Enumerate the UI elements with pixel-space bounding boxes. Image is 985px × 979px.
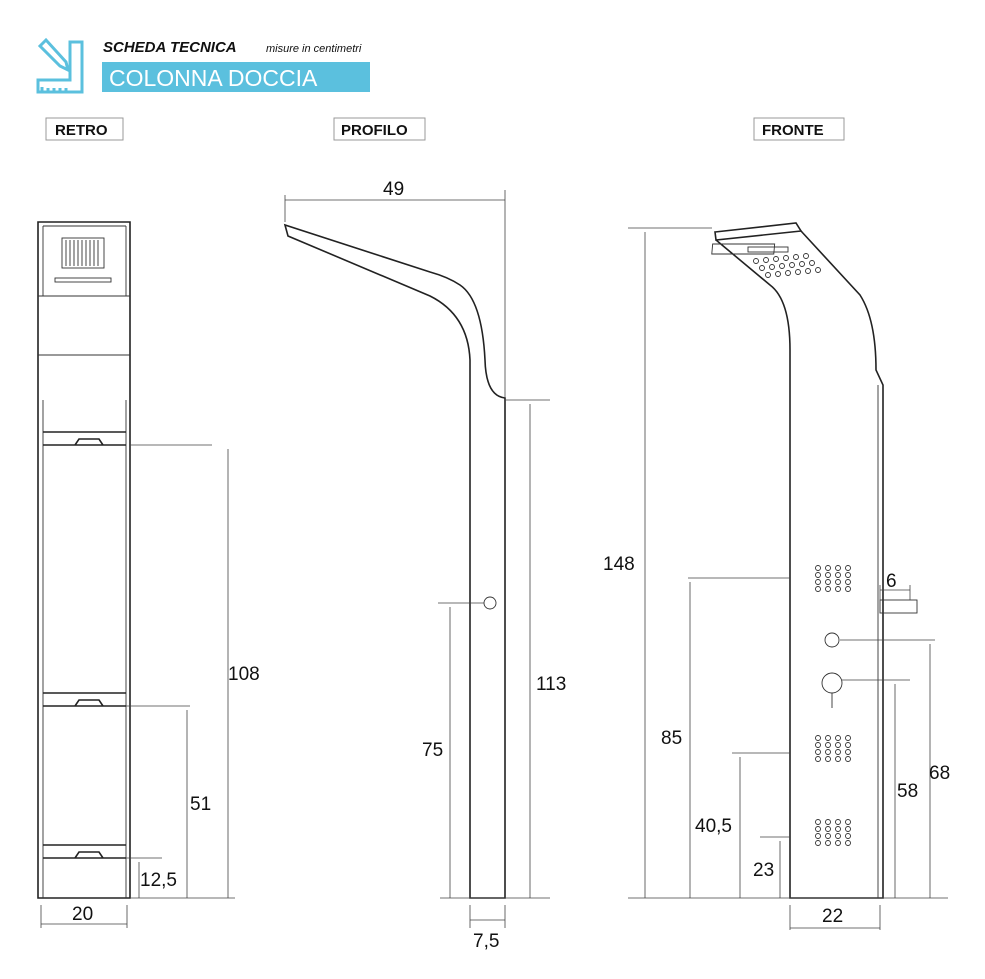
jet-nozzle	[815, 579, 821, 585]
jet-nozzle	[835, 735, 841, 741]
jet-nozzle	[845, 819, 851, 825]
body-jets	[815, 565, 851, 846]
fronte-dimensions	[628, 227, 948, 930]
jet-nozzle	[845, 572, 851, 578]
jet-nozzle	[815, 833, 821, 839]
jet-nozzle	[835, 579, 841, 585]
dim-58: 58	[897, 781, 918, 802]
view-label-fronte: FRONTE	[762, 122, 824, 139]
ruler-pencil-icon	[36, 37, 84, 94]
profilo-view	[283, 223, 506, 899]
dim-113: 113	[536, 674, 566, 695]
jet-nozzle	[845, 579, 851, 585]
dim-75: 75	[422, 740, 443, 761]
mixer-knob	[821, 672, 843, 694]
product-name: COLONNA DOCCIA	[109, 65, 318, 91]
dim-85: 85	[661, 728, 682, 749]
dim-7-5: 7,5	[473, 931, 499, 952]
jet-nozzle	[825, 742, 831, 748]
dim-20: 20	[72, 904, 93, 925]
dim-22: 22	[822, 906, 843, 927]
jet-nozzle	[835, 586, 841, 592]
profilo-dimensions	[284, 190, 550, 928]
jet-nozzle	[845, 840, 851, 846]
view-tab-profilo-box	[333, 117, 426, 141]
view-tab-retro-box	[45, 117, 124, 141]
jet-nozzle	[845, 826, 851, 832]
jet-nozzle	[825, 572, 831, 578]
fronte-view	[711, 222, 918, 899]
jet-nozzle	[835, 756, 841, 762]
jet-nozzle	[835, 840, 841, 846]
view-label-profilo: PROFILO	[341, 122, 408, 139]
view-tab-fronte-box	[753, 117, 845, 141]
jet-nozzle	[815, 826, 821, 832]
jet-nozzle	[825, 826, 831, 832]
retro-dimensions	[40, 444, 235, 928]
jet-nozzle	[845, 833, 851, 839]
jet-nozzle	[825, 840, 831, 846]
dim-40-5: 40,5	[695, 816, 732, 837]
jet-nozzle	[825, 565, 831, 571]
jet-nozzle	[825, 749, 831, 755]
header-title: SCHEDA TECNICA	[103, 39, 237, 56]
dim-23: 23	[753, 860, 774, 881]
jet-nozzle	[815, 756, 821, 762]
jet-nozzle	[815, 735, 821, 741]
dim-51: 51	[190, 794, 211, 815]
profilo-knob	[483, 596, 497, 610]
jet-nozzle	[815, 819, 821, 825]
jet-nozzle	[825, 756, 831, 762]
jet-nozzle	[825, 586, 831, 592]
jet-nozzle	[845, 756, 851, 762]
jet-nozzle	[815, 749, 821, 755]
dim-12-5: 12,5	[140, 870, 177, 891]
dim-49: 49	[383, 179, 404, 200]
jet-nozzle	[825, 579, 831, 585]
jet-nozzle	[845, 742, 851, 748]
head-nozzles	[753, 253, 821, 278]
jet-nozzle	[845, 586, 851, 592]
retro-view	[37, 221, 131, 899]
dim-148: 148	[603, 554, 635, 575]
jet-nozzle	[825, 735, 831, 741]
jet-nozzle	[825, 833, 831, 839]
jet-nozzle	[835, 826, 841, 832]
hand-shower-spout	[879, 599, 918, 614]
dim-108: 108	[228, 664, 260, 685]
jet-nozzle	[835, 572, 841, 578]
jet-nozzle	[815, 572, 821, 578]
dim-6: 6	[886, 571, 897, 592]
jet-nozzle	[835, 749, 841, 755]
jet-nozzle	[815, 586, 821, 592]
jet-nozzle	[835, 833, 841, 839]
jet-nozzle	[835, 565, 841, 571]
jet-nozzle	[845, 565, 851, 571]
diverter-knob	[824, 632, 840, 648]
view-label-retro: RETRO	[55, 122, 108, 139]
jet-nozzle	[815, 840, 821, 846]
jet-nozzle	[835, 742, 841, 748]
jet-nozzle	[815, 742, 821, 748]
jet-nozzle	[835, 819, 841, 825]
jet-nozzle	[815, 565, 821, 571]
jet-nozzle	[845, 749, 851, 755]
header-subtitle: misure in centimetri	[266, 43, 362, 55]
product-banner	[102, 62, 370, 92]
dim-68: 68	[929, 763, 950, 784]
jet-nozzle	[825, 819, 831, 825]
jet-nozzle	[845, 735, 851, 741]
